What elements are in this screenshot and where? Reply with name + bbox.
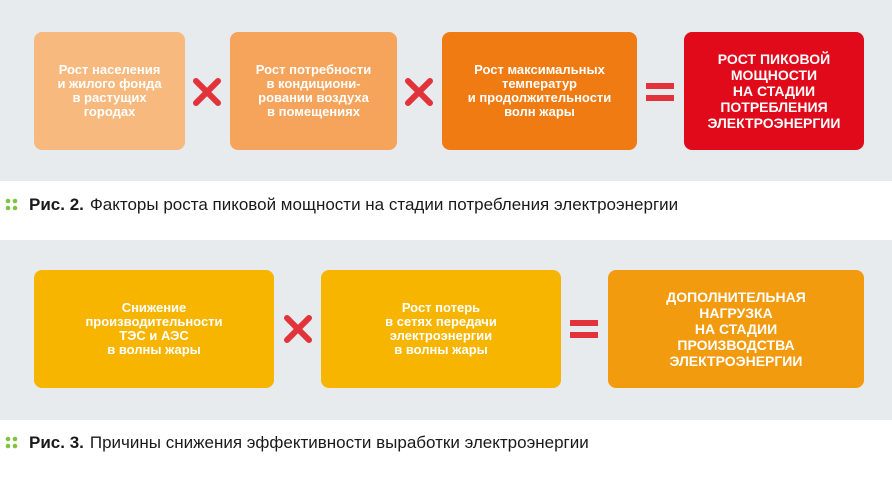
figure-3-title: Причины снижения эффективности выработки… xyxy=(89,433,589,452)
multiply-icon xyxy=(404,77,434,107)
factor-box-air-conditioning: Рост потребности в кондициони- ровании в… xyxy=(230,32,397,150)
bullet-dots-icon xyxy=(5,198,18,211)
figure-2-panel: Рост населения и жилого фонда в растущих… xyxy=(0,0,892,181)
cause-box-plant-efficiency: Снижение производительности ТЭС и АЭС в … xyxy=(34,270,274,388)
multiply-icon xyxy=(283,314,313,344)
equals-icon xyxy=(645,77,675,107)
figure-3-panel: Снижение производительности ТЭС и АЭС в … xyxy=(0,240,892,420)
factor-box-heat-waves: Рост максимальных температур и продолжит… xyxy=(442,32,637,150)
equals-icon xyxy=(569,314,599,344)
bullet-dots-icon xyxy=(5,436,18,449)
figure-2-caption: Рис. 2. Факторы роста пиковой мощности н… xyxy=(0,194,678,216)
cause-box-grid-losses: Рост потерь в сетях передачи электроэнер… xyxy=(321,270,561,388)
result-box-peak-power: РОСТ ПИКОВОЙ МОЩНОСТИ НА СТАДИИ ПОТРЕБЛЕ… xyxy=(684,32,864,150)
result-box-extra-load: ДОПОЛНИТЕЛЬНАЯ НАГРУЗКА НА СТАДИИ ПРОИЗВ… xyxy=(608,270,864,388)
figure-2-label: Рис. 2. xyxy=(29,195,84,214)
factor-box-population-growth: Рост населения и жилого фонда в растущих… xyxy=(34,32,185,150)
multiply-icon xyxy=(192,77,222,107)
figure-3-label: Рис. 3. xyxy=(29,433,84,452)
figure-3-caption: Рис. 3. Причины снижения эффективности в… xyxy=(0,432,589,454)
figure-2-title: Факторы роста пиковой мощности на стадии… xyxy=(89,195,679,214)
